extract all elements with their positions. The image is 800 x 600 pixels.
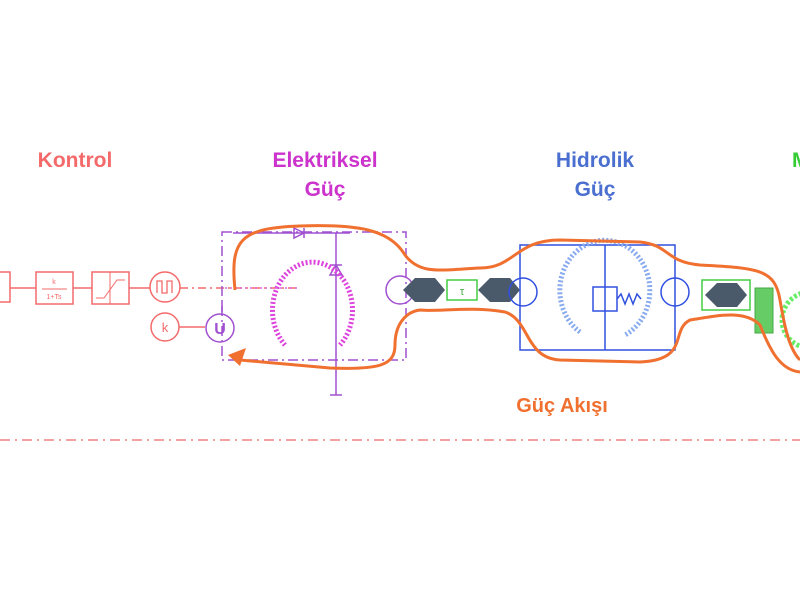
power-flow-path — [232, 224, 800, 374]
shaft-couplings — [403, 278, 774, 334]
hydraulic-pump — [508, 277, 538, 307]
electrical-power-loop — [270, 259, 355, 347]
hydraulic-motor — [660, 277, 690, 307]
control-input-block — [0, 271, 11, 303]
mechanical-section-title: M — [792, 146, 800, 175]
electrical-title-line2: Güç — [304, 178, 346, 201]
hydraulic-title-line2: Güç — [574, 178, 616, 201]
electrical-title-line1: Elektriksel — [272, 149, 378, 172]
gear — [754, 287, 774, 334]
voltage-source — [205, 313, 235, 343]
tf-numerator: k — [52, 279, 56, 286]
electrical-section-title: Elektriksel Güç — [240, 146, 410, 204]
mechanical-power-loop — [779, 291, 800, 349]
hydraulic-title-line1: Hidrolik — [555, 149, 635, 172]
power-flow-arrowhead — [228, 348, 246, 366]
hydraulic-subsystem — [508, 244, 690, 351]
control-chain — [0, 271, 300, 342]
hydraulic-section-title: Hidrolik Güç — [520, 146, 670, 204]
torque-sensor — [446, 279, 478, 301]
power-flow-label: Güç Akışı — [516, 395, 608, 417]
control-section-title: Kontrol — [37, 149, 113, 172]
diode-top — [293, 226, 306, 240]
voltage-source-label: U — [214, 321, 226, 338]
constant-label: k — [162, 320, 169, 335]
pulse-generator — [149, 271, 181, 303]
torque-label: τ — [460, 286, 465, 298]
tf-denominator: 1+Ts — [47, 294, 62, 301]
